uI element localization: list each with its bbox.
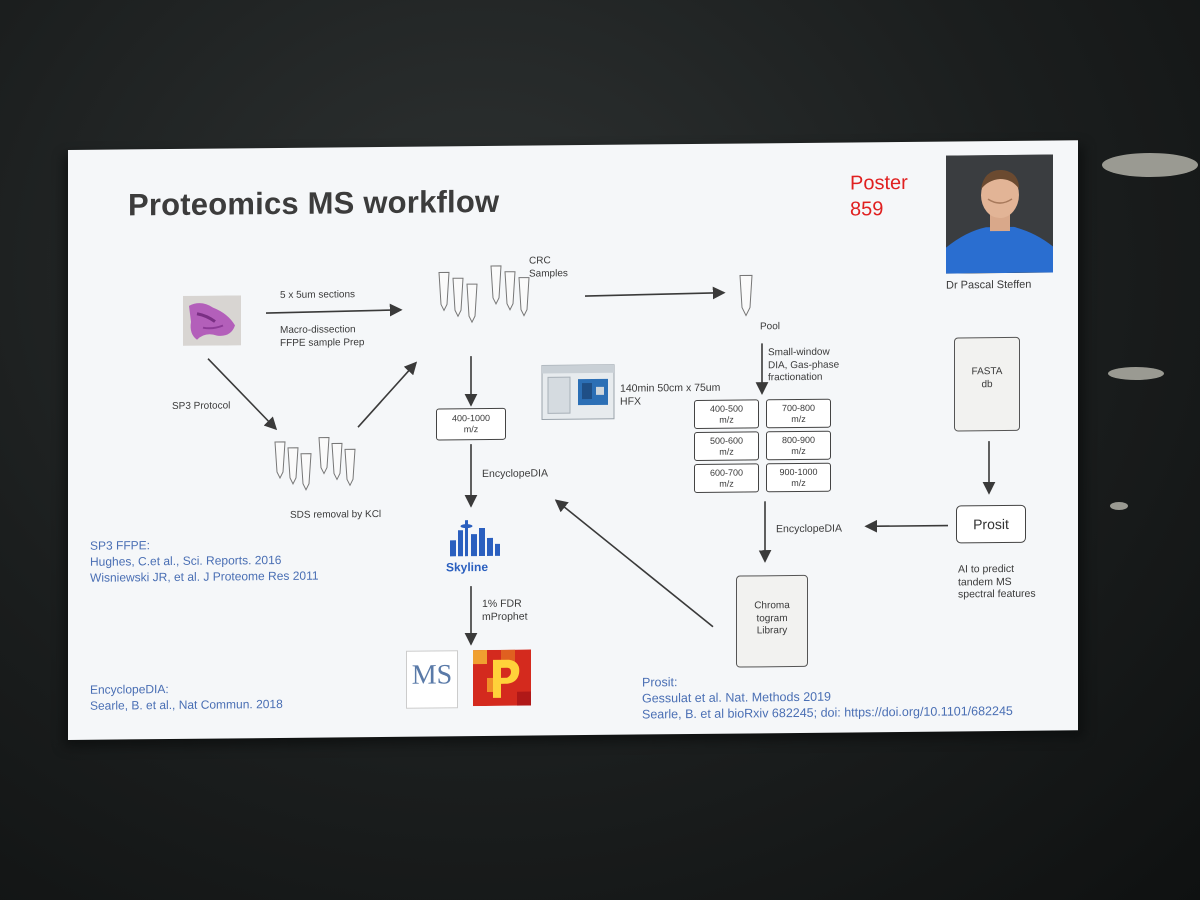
enc-ref-head: EncyclopeDIA: (90, 682, 169, 697)
ai-predict-label: AI to predict tandem MS spectral feature… (958, 563, 1036, 601)
skyline-logo-text: Skyline (446, 559, 489, 575)
crc-line-1: CRC (529, 255, 551, 267)
fraction-box: 600-700 m/z (694, 463, 759, 493)
fraction-range: 400-500 (709, 403, 744, 414)
range-unit: m/z (463, 424, 479, 435)
macro-line-2: FFPE sample Prep (280, 336, 365, 349)
arrow-to-sp3 (207, 358, 278, 431)
fraction-box: 800-900 m/z (766, 430, 831, 461)
fraction-unit: m/z (791, 413, 806, 425)
enc-ref-1: Searle, B. et al., Nat Commun. 2018 (90, 696, 283, 713)
ai-line-1: AI to predict (958, 562, 1015, 576)
fraction-box: 900-1000 m/z (766, 462, 831, 493)
poster-label: Poster (850, 171, 908, 195)
chroma-line-1: Chroma (754, 600, 790, 612)
ms-logo-icon: MS (406, 650, 458, 709)
mprophet-logo-icon (473, 649, 531, 707)
crc-samples-label: CRC Samples (529, 255, 568, 280)
ms-logo-text: MS (411, 659, 453, 691)
chroma-line-2: togram (756, 612, 788, 624)
encyclopedia-label-2: EncyclopeDIA (776, 522, 842, 536)
fraction-unit: m/z (719, 478, 734, 489)
sp3-protocol-label: SP3 Protocol (172, 400, 231, 413)
fraction-range: 900-1000 (779, 466, 818, 478)
sp3-tubes (274, 436, 356, 491)
sections-label: 5 x 5um sections (280, 289, 356, 301)
poster-number: Poster 859 (850, 170, 908, 223)
chromatogram-library-scroll: Chroma togram Library (736, 574, 808, 668)
instrument-line-1: 140min 50cm x 75um (620, 381, 721, 395)
presenter-portrait (946, 154, 1053, 274)
small-window-label: Small-window DIA, Gas-phase fractionatio… (768, 347, 839, 385)
smallwin-line-2: DIA, Gas-phase (768, 359, 840, 371)
ceiling-light (1102, 153, 1198, 177)
sp3-references: SP3 FFPE: Hughes, C.et al., Sci. Reports… (90, 536, 319, 586)
mass-spectrometer-image (541, 364, 615, 420)
macro-line-1: Macro-dissection (280, 324, 356, 336)
poster-value: 859 (850, 198, 884, 221)
range-box: 400-1000 m/z (436, 407, 506, 441)
fdr-label: 1% FDR mProphet (482, 598, 528, 623)
ceiling-light (1108, 367, 1164, 380)
ceiling-light (1110, 502, 1128, 510)
fraction-range: 800-900 (781, 434, 816, 446)
fraction-box: 700-800 m/z (766, 398, 831, 429)
fraction-unit: m/z (791, 445, 806, 457)
smallwin-line-3: fractionation (768, 371, 823, 384)
ai-line-3: spectral features (958, 587, 1036, 601)
arrow-prosit-left (864, 519, 948, 533)
arrow-layer (207, 286, 996, 646)
arrow-library-to-skyline (554, 499, 714, 628)
range-value: 400-1000 (451, 412, 491, 424)
fraction-unit: m/z (719, 414, 734, 425)
smallwin-line-1: Small-window (768, 346, 830, 359)
fraction-box: 500-600 m/z (694, 431, 759, 461)
fasta-line-2: db (981, 378, 993, 390)
pool-tube (739, 274, 753, 317)
fdr-line-2: mProphet (482, 610, 528, 623)
sds-removal-label: SDS removal by KCl (290, 508, 382, 521)
projected-slide: Proteomics MS workflow Poster 859 Dr Pas… (68, 140, 1078, 741)
macro-dissection-label: Macro-dissection FFPE sample Prep (280, 324, 364, 350)
fraction-unit: m/z (791, 477, 806, 489)
ai-line-2: tandem MS (958, 575, 1012, 588)
skyline-logo-icon (450, 520, 500, 557)
fraction-range: 500-600 (709, 435, 744, 446)
crc-line-2: Samples (529, 267, 568, 280)
arrow-sections (265, 303, 403, 317)
arrow-to-pool (584, 286, 726, 300)
fraction-range: 600-700 (709, 467, 744, 478)
chroma-line-3: Library (756, 625, 788, 637)
fraction-range: 700-800 (781, 402, 816, 414)
slide-title: Proteomics MS workflow (128, 183, 500, 223)
fasta-db-scroll: FASTA db (954, 336, 1020, 432)
encyclopedia-label-1: EncyclopeDIA (482, 467, 548, 481)
encyclopedia-references: EncyclopeDIA: Searle, B. et al., Nat Com… (90, 680, 283, 714)
crc-sample-tubes (438, 265, 530, 324)
fasta-line-1: FASTA (971, 366, 1003, 378)
presenter-name: Dr Pascal Steffen (946, 278, 1032, 292)
prosit-box: Prosit (956, 504, 1026, 544)
fraction-box: 400-500 m/z (694, 399, 759, 429)
pool-label: Pool (760, 321, 781, 333)
presenter-photo (946, 154, 1053, 274)
fdr-line-1: 1% FDR (482, 597, 522, 611)
tissue-image (183, 295, 241, 346)
arrow-sp3-up (357, 361, 418, 428)
prosit-references: Prosit: Gessulat et al. Nat. Methods 201… (642, 671, 1013, 723)
fraction-unit: m/z (719, 446, 734, 457)
sp3-ref-2: Wisniewski JR, et al. J Proteome Res 201… (90, 568, 319, 585)
